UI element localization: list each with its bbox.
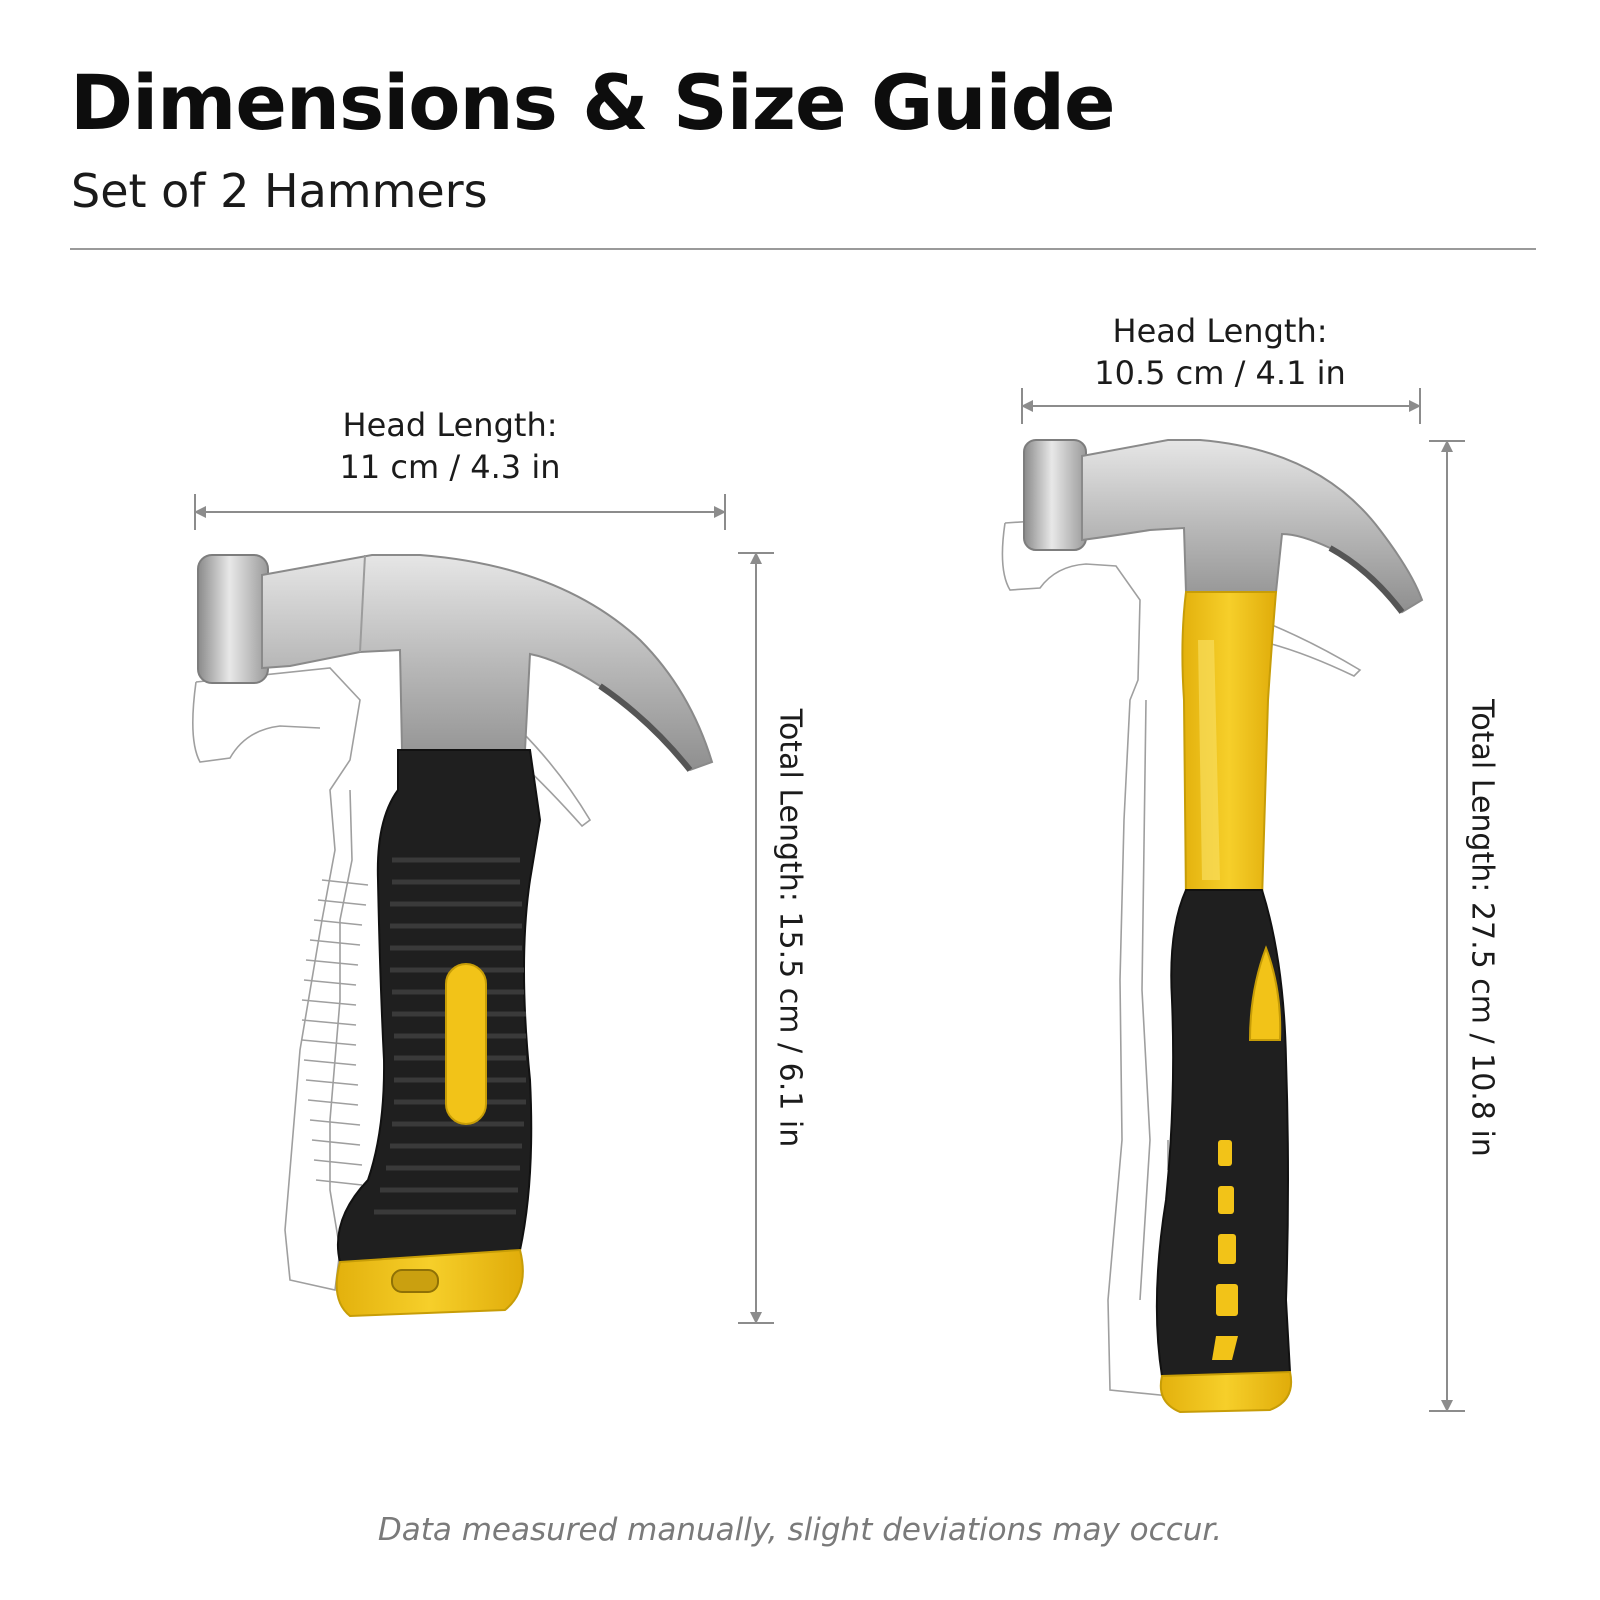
long-head-dimension: [1021, 388, 1421, 424]
measurement-note: Data measured manually, slight deviation…: [377, 1512, 1223, 1548]
stubby-hammer-grip: [335, 749, 542, 1318]
stubby-hammer-head: [197, 554, 714, 772]
long-hammer-head: [1023, 439, 1424, 614]
long-head-length-title: Head Length:: [1112, 312, 1328, 350]
long-length-dimension: [1429, 440, 1465, 1412]
long-total-length-label: Total Length: 27.5 cm / 10.8 in: [1464, 699, 1500, 1157]
stubby-head-length-value: 11 cm / 4.3 in: [339, 448, 561, 486]
stubby-head-dimension: [194, 494, 726, 530]
page-title: Dimensions & Size Guide: [70, 58, 1116, 147]
stubby-head-length-title: Head Length:: [342, 406, 558, 444]
long-hammer-handle: [1181, 591, 1278, 901]
stubby-head-length-label: Head Length: 11 cm / 4.3 in: [300, 404, 600, 488]
long-hammer-grip: [1155, 889, 1292, 1414]
long-hammer: [1001, 439, 1424, 1414]
long-head-length-value: 10.5 cm / 4.1 in: [1094, 354, 1346, 392]
stubby-hammer-outline: [192, 667, 592, 1291]
header-divider: [70, 248, 1536, 250]
stubby-total-length-label: Total Length: 15.5 cm / 6.1 in: [772, 708, 808, 1148]
stubby-hammer: [192, 554, 714, 1318]
page-subtitle: Set of 2 Hammers: [71, 164, 488, 218]
long-head-length-label: Head Length: 10.5 cm / 4.1 in: [1070, 310, 1370, 394]
stubby-length-dimension: [738, 552, 774, 1324]
